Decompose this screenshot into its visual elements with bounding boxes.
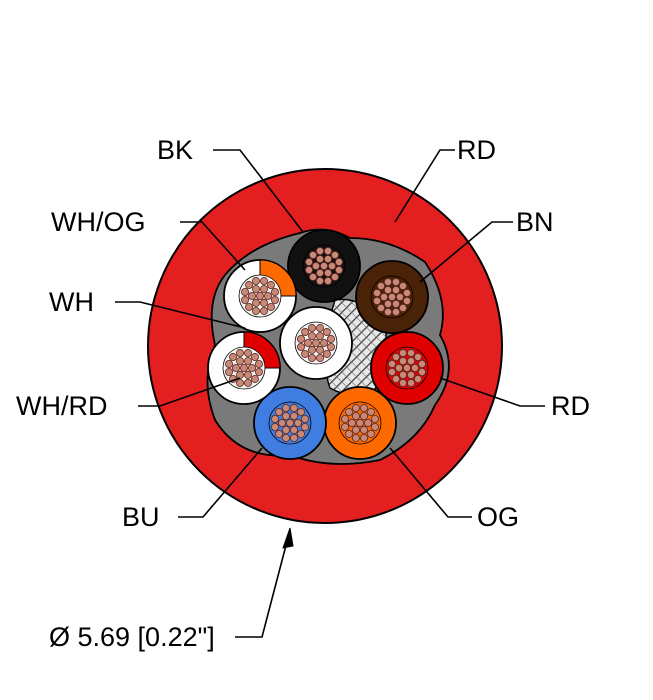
leader-wh-rd — [138, 377, 241, 407]
leader-rd-top — [394, 149, 455, 223]
label-wh-og: WH/OG — [51, 207, 146, 237]
leader-diameter — [235, 529, 291, 638]
label-bk: BK — [157, 135, 193, 165]
label-bu: BU — [122, 502, 160, 532]
label-og: OG — [477, 502, 519, 532]
conductor-bn — [355, 260, 429, 334]
label-rd-top: RD — [457, 135, 496, 165]
label-wh-rd: WH/RD — [16, 391, 107, 421]
conductor-bk — [287, 229, 361, 303]
conductor-bu — [253, 386, 327, 460]
conductor-wh — [279, 306, 353, 380]
leader-bk — [213, 149, 304, 233]
leader-rd-right — [439, 377, 545, 407]
leader-wh — [115, 301, 246, 329]
label-diameter: Ø 5.69 [0.22"] — [49, 622, 215, 652]
conductors-group — [207, 229, 444, 460]
conductor-wh-og — [223, 259, 297, 333]
leader-wh-og — [180, 221, 246, 271]
labels: BK RD WH/OG BN WH WH/RD RD BU OG Ø 5.69 … — [16, 135, 590, 652]
conductor-wh-rd — [207, 331, 281, 405]
conductor-og — [323, 386, 397, 460]
diameter-arrowhead — [282, 527, 294, 549]
leader-lines — [115, 149, 545, 638]
label-wh: WH — [49, 287, 94, 317]
label-rd-right: RD — [551, 391, 590, 421]
leader-bu — [178, 447, 263, 518]
leader-bn — [419, 221, 513, 283]
conductor-rd — [370, 331, 444, 405]
leader-og — [389, 447, 472, 518]
label-bn: BN — [516, 207, 554, 237]
